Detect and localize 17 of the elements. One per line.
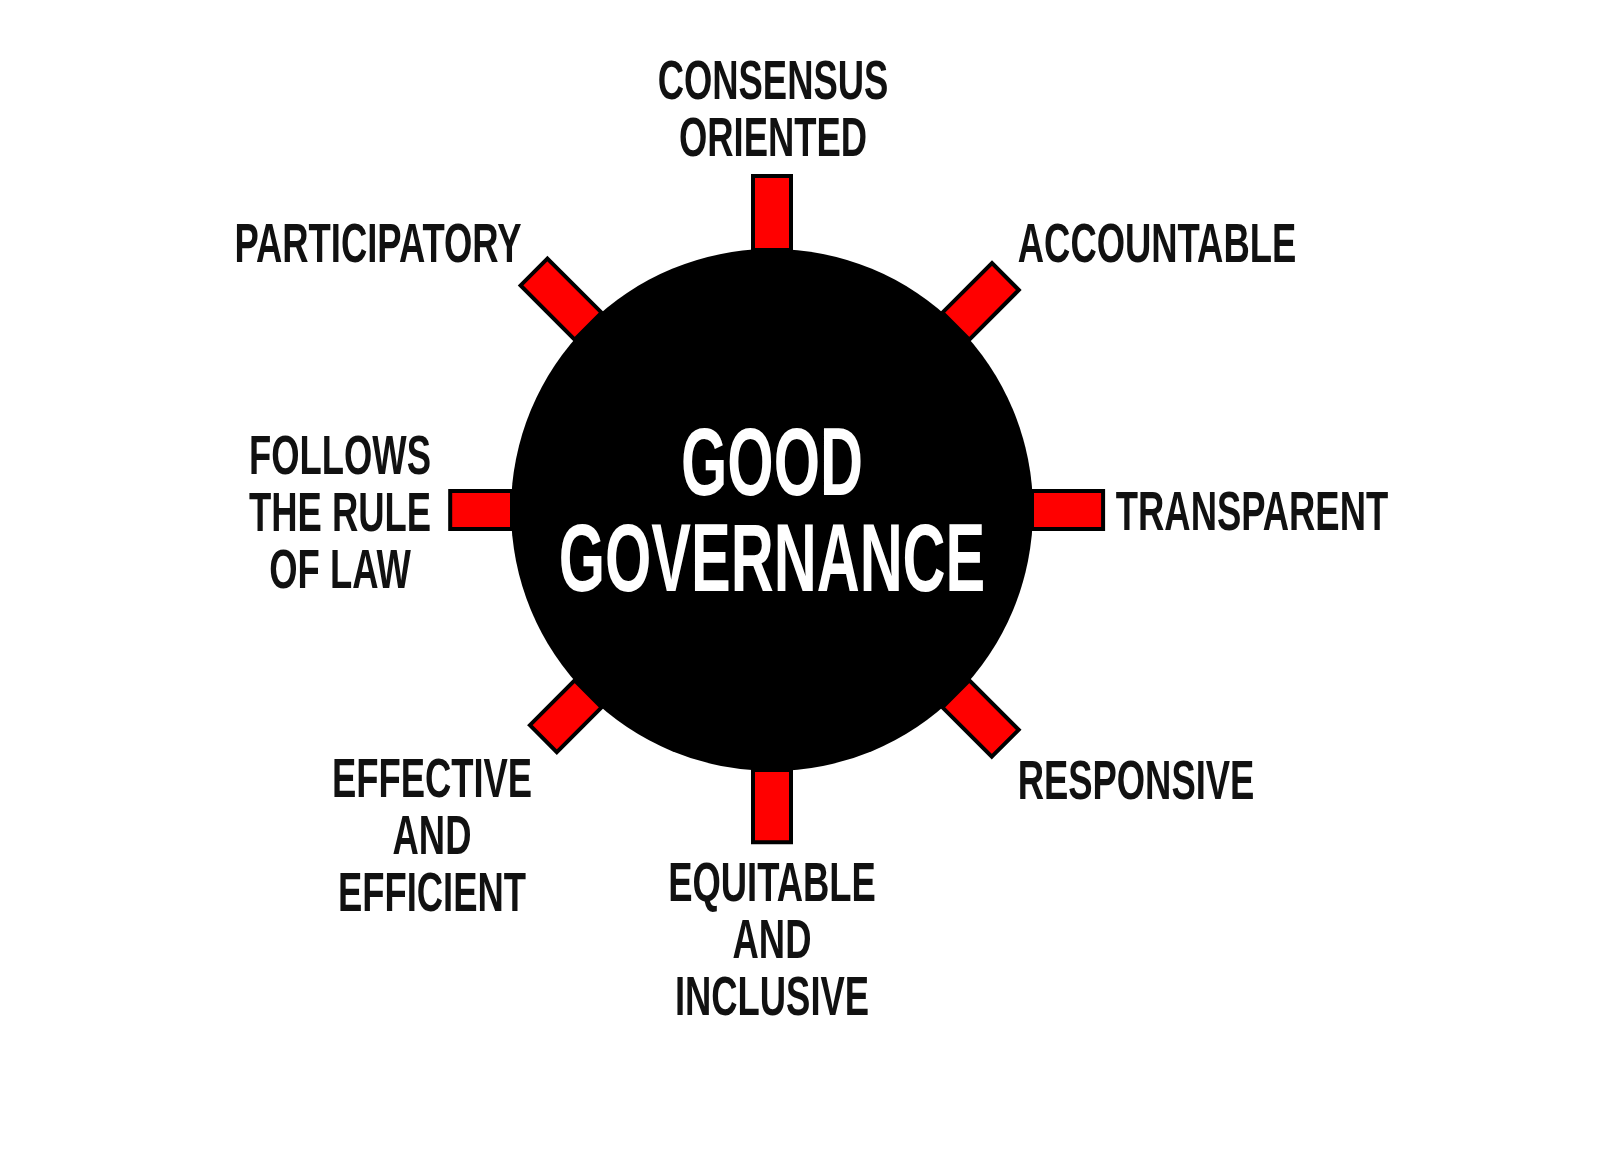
principle-label: TRANSPARENT	[1114, 478, 1390, 545]
principle-label: FOLLOWS THE RULE OF LAW	[248, 422, 432, 603]
spoke-bar	[527, 677, 605, 755]
principle-label: EQUITABLE AND INCLUSIVE	[667, 849, 877, 1030]
principle-label: EFFECTIVE AND EFFICIENT	[330, 745, 534, 926]
spoke-bar	[517, 255, 605, 343]
spoke-bar	[1030, 489, 1106, 531]
principle-label: RESPONSIVE	[1016, 747, 1256, 814]
spoke-bar	[751, 174, 793, 252]
spoke-bar	[448, 489, 514, 531]
hub-title: GOOD GOVERNANCE	[557, 414, 987, 606]
principle-label: CONSENSUS ORIENTED	[656, 46, 890, 170]
spoke-bar	[751, 768, 793, 845]
spoke-bar	[939, 677, 1022, 760]
spoke-bar	[939, 260, 1022, 343]
principle-label: PARTICIPATORY	[233, 210, 523, 277]
principle-label: ACCOUNTABLE	[1016, 210, 1298, 277]
